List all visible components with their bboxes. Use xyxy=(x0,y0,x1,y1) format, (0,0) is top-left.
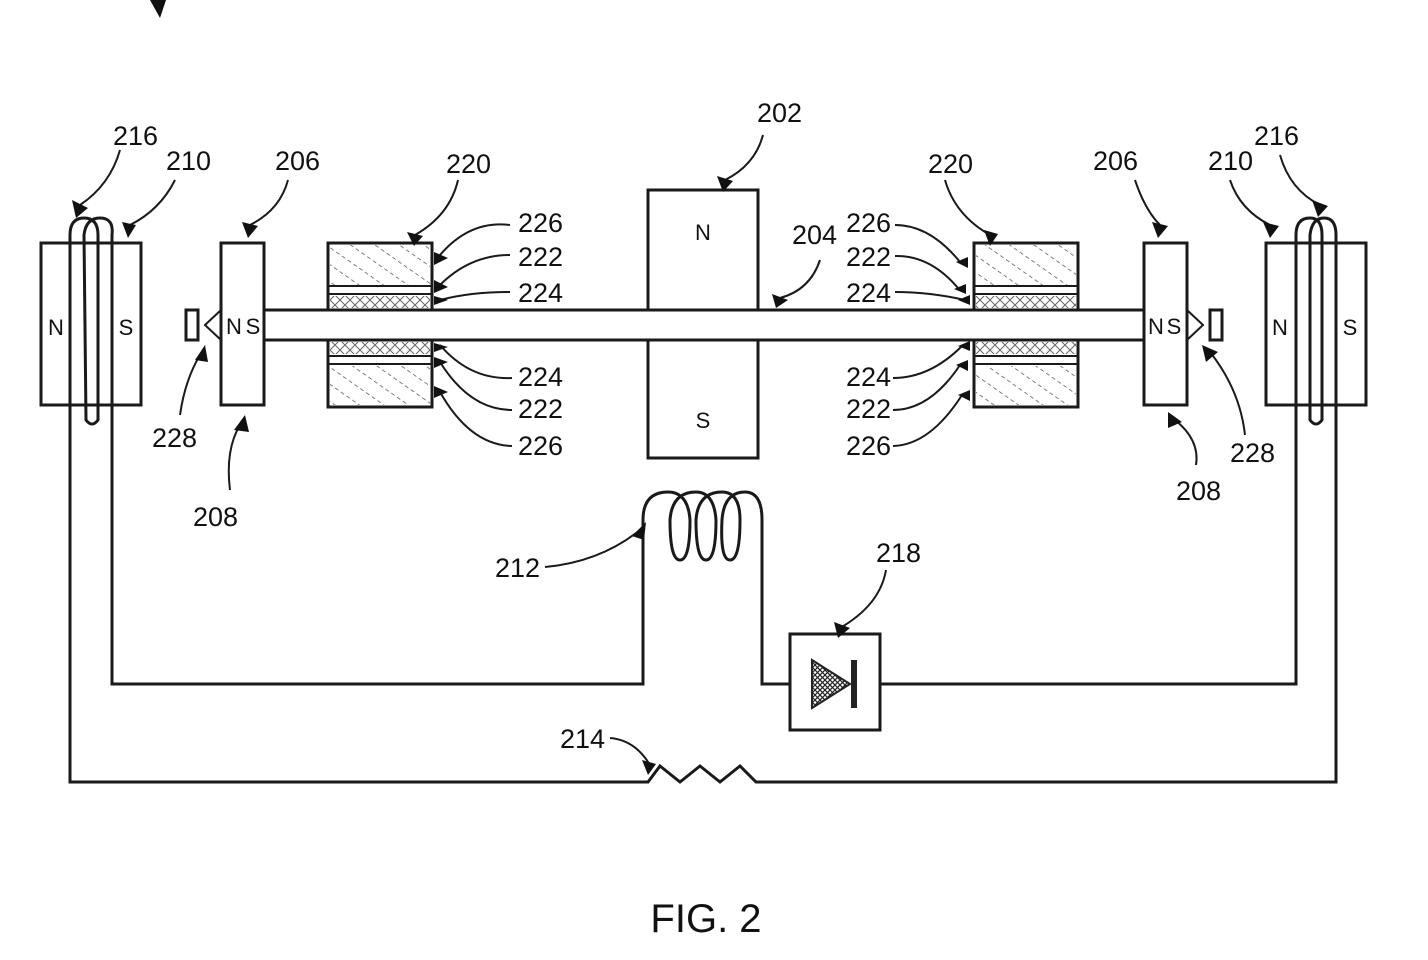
shaft-end-magnet-right: N S xyxy=(1144,243,1187,405)
label-220-left: 220 xyxy=(446,149,491,179)
label-220-right: 220 xyxy=(928,149,973,179)
sensor-left xyxy=(186,310,221,340)
label-208-left: 208 xyxy=(193,502,238,532)
label-210-left: 210 xyxy=(166,146,211,176)
pole-label-s: S xyxy=(1167,314,1182,339)
pole-label-s: S xyxy=(696,408,711,433)
pole-label-n: N xyxy=(226,314,242,339)
bearing-right xyxy=(974,243,1078,407)
reference-arrow xyxy=(150,0,166,18)
inductor xyxy=(643,492,762,560)
pole-label-s: S xyxy=(1343,315,1358,340)
label-222-lt: 222 xyxy=(518,242,563,272)
pole-label-s: S xyxy=(119,315,134,340)
label-214: 214 xyxy=(560,724,605,754)
label-208-right: 208 xyxy=(1176,476,1221,506)
label-226-rb: 226 xyxy=(846,431,891,461)
pole-label-n: N xyxy=(1148,314,1164,339)
stator-magnet-right: N S xyxy=(1266,243,1366,405)
label-222-lb: 222 xyxy=(518,394,563,424)
label-228-right: 228 xyxy=(1230,438,1275,468)
label-228-left: 228 xyxy=(152,423,197,453)
label-218: 218 xyxy=(876,538,921,568)
outer-wire xyxy=(70,405,1336,782)
label-216-left: 216 xyxy=(113,121,158,151)
label-224-lt: 224 xyxy=(518,278,563,308)
pole-label-n: N xyxy=(1272,315,1288,340)
sensor-right xyxy=(1187,310,1222,340)
figure-caption: FIG. 2 xyxy=(650,897,761,941)
label-226-lb: 226 xyxy=(518,431,563,461)
pole-label-s: S xyxy=(246,314,261,339)
label-224-lb: 224 xyxy=(518,362,563,392)
diode xyxy=(790,634,880,730)
label-202: 202 xyxy=(757,98,802,128)
label-206-left: 206 xyxy=(275,146,320,176)
label-210-right: 210 xyxy=(1208,146,1253,176)
label-222-rb: 222 xyxy=(846,394,891,424)
label-206-right: 206 xyxy=(1093,146,1138,176)
label-212: 212 xyxy=(495,553,540,583)
label-226-rt: 226 xyxy=(846,208,891,238)
label-216-right: 216 xyxy=(1254,121,1299,151)
bearing-left xyxy=(328,243,432,407)
shaft xyxy=(264,310,1144,340)
central-magnet: N S xyxy=(648,190,758,458)
label-222-rt: 222 xyxy=(846,242,891,272)
pole-label-n: N xyxy=(48,315,64,340)
label-204: 204 xyxy=(792,220,837,250)
label-224-rb: 224 xyxy=(846,362,891,392)
label-224-rt: 224 xyxy=(846,278,891,308)
shaft-end-magnet-left: N S xyxy=(221,243,264,405)
stator-magnet-left: N S xyxy=(41,243,141,405)
pole-label-n: N xyxy=(695,220,711,245)
label-226-lt: 226 xyxy=(518,208,563,238)
